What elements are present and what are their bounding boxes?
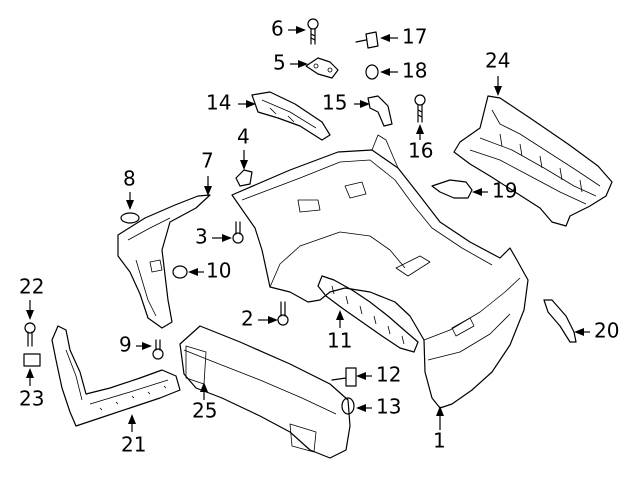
callout-24: 24	[485, 49, 510, 73]
grommet-8[interactable]	[120, 212, 140, 224]
callout-7: 7	[201, 149, 214, 173]
lower-bracket[interactable]	[51, 325, 181, 427]
callout-10: 10	[206, 259, 231, 283]
clip-12[interactable]	[331, 367, 357, 387]
upper-left-bracket[interactable]	[251, 91, 331, 141]
callout-22: 22	[19, 275, 44, 299]
left-bracket[interactable]	[117, 194, 211, 329]
bolt-3[interactable]	[232, 221, 244, 244]
callout-19: 19	[492, 179, 517, 203]
callout-14: 14	[206, 91, 231, 115]
callout-15: 15	[322, 91, 347, 115]
callout-8: 8	[123, 167, 136, 191]
callout-16: 16	[408, 139, 433, 163]
bolt-16[interactable]	[414, 94, 426, 123]
bracket-block[interactable]	[431, 179, 473, 199]
grommet-18[interactable]	[365, 64, 379, 80]
callout-18: 18	[402, 59, 427, 83]
callout-arrows	[26, 26, 590, 432]
callout-11: 11	[327, 329, 352, 353]
callout-17: 17	[402, 25, 427, 49]
clip-23[interactable]	[23, 353, 41, 367]
clip-4[interactable]	[235, 169, 253, 187]
grommet-13[interactable]	[341, 397, 355, 415]
guide-bracket[interactable]	[317, 275, 419, 353]
grommet-10[interactable]	[172, 265, 188, 279]
clip-17[interactable]	[355, 31, 379, 49]
callout-6: 6	[271, 17, 284, 41]
callout-23: 23	[19, 387, 44, 411]
callout-2: 2	[241, 307, 254, 331]
callout-20: 20	[594, 319, 619, 343]
callout-labels: 1 2 3 4 5 6 7 8 9 10 11 12 13 14 15 16 1…	[19, 17, 619, 457]
callout-3: 3	[195, 225, 208, 249]
rear-impact-absorber[interactable]	[453, 95, 613, 227]
small-bracket[interactable]	[367, 95, 393, 127]
bolt-22[interactable]	[24, 322, 36, 347]
callout-12: 12	[376, 363, 401, 387]
side-strip[interactable]	[543, 299, 577, 343]
plate-5[interactable]	[305, 57, 339, 79]
callout-4: 4	[237, 125, 250, 149]
callout-25: 25	[192, 399, 217, 423]
bolt-6[interactable]	[307, 18, 319, 45]
bumper-cover[interactable]	[231, 134, 529, 409]
bolt-9[interactable]	[152, 339, 164, 360]
callout-21: 21	[121, 433, 146, 457]
callout-5: 5	[273, 51, 286, 75]
callout-1: 1	[433, 429, 446, 453]
bolt-2[interactable]	[277, 301, 289, 326]
callout-13: 13	[376, 395, 401, 419]
callout-9: 9	[119, 333, 132, 357]
